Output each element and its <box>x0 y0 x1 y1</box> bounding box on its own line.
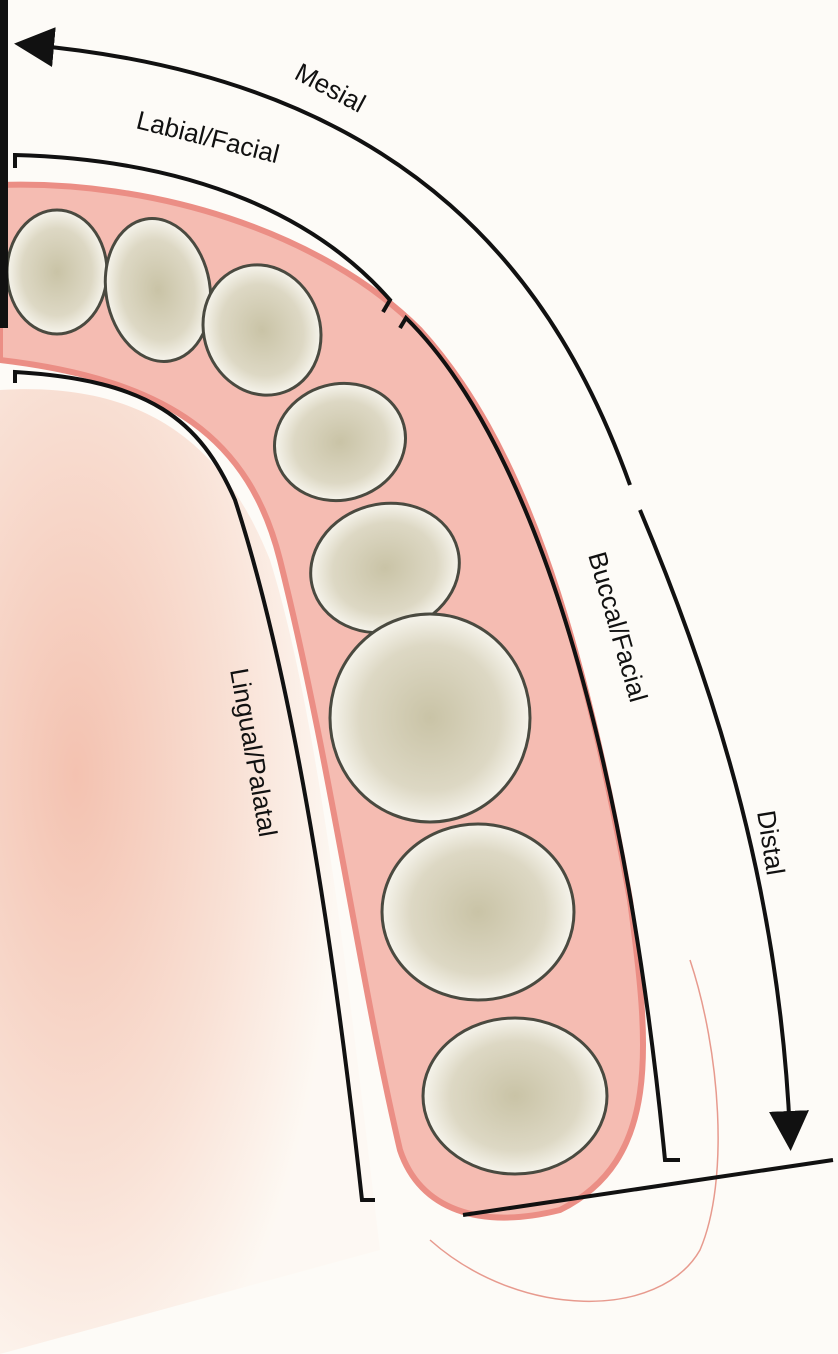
tooth-canine <box>201 263 323 397</box>
tooth-second-molar <box>380 822 576 1002</box>
label-buccal-facial: Buccal/Facial <box>582 548 653 705</box>
buccal-bracket <box>398 314 680 1162</box>
palate <box>0 389 380 1354</box>
tooth-third-molar <box>421 1016 609 1176</box>
label-labial-facial: Labial/Facial <box>134 105 283 169</box>
teeth <box>5 208 609 1176</box>
tooth-first-premolar <box>273 381 407 503</box>
tooth-lateral-incisor <box>103 217 213 363</box>
tooth-central-incisor <box>5 208 109 336</box>
distal-arrow <box>638 509 809 1151</box>
mesial-arrow <box>14 27 632 486</box>
midline-bar <box>0 0 8 328</box>
labial-bracket <box>13 152 393 314</box>
lingual-bracket <box>13 369 375 1202</box>
gum-outline <box>429 959 719 1303</box>
tooth-first-molar <box>328 612 532 824</box>
distal-line <box>462 1158 834 1217</box>
